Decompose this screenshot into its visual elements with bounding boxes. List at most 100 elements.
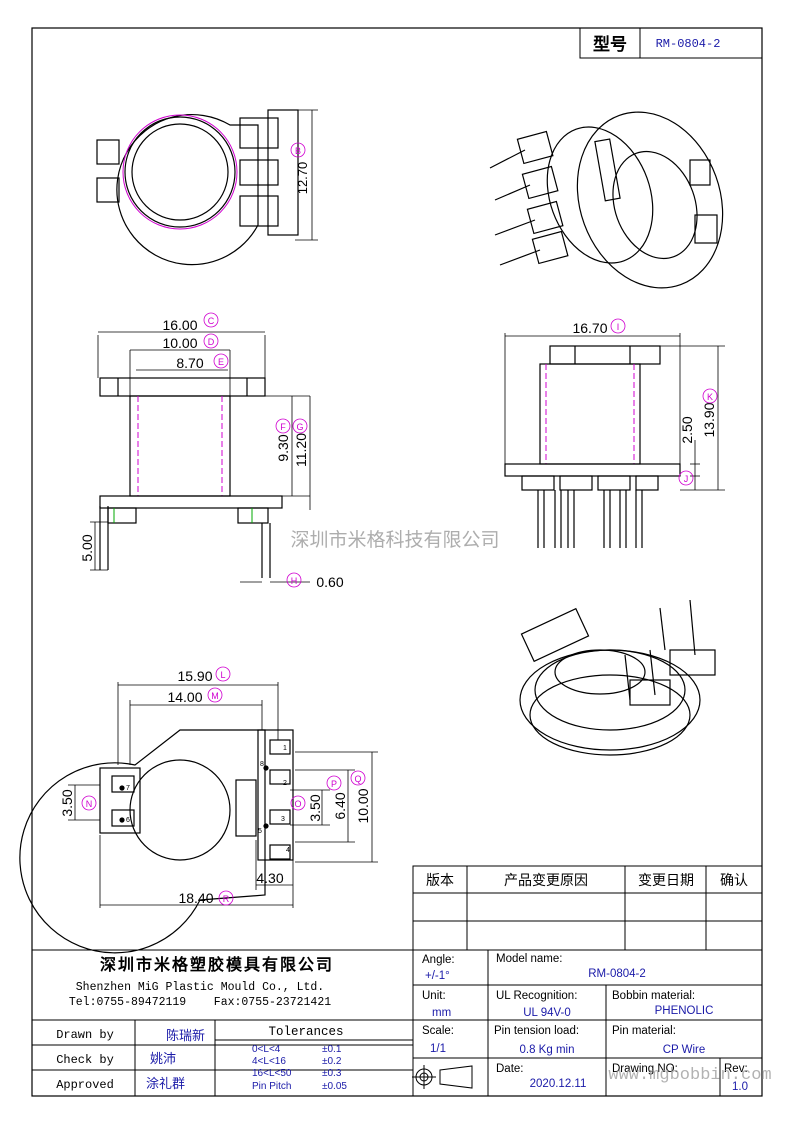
iso-view-bottom [519, 599, 716, 756]
circle-letter-M: M [211, 691, 219, 701]
front-view [90, 331, 311, 583]
approved-name: 涂礼群 [146, 1076, 185, 1091]
tolerance-range-4: Pin Pitch [252, 1081, 291, 1092]
circle-letter-Q: Q [354, 774, 361, 784]
unit-value: mm [432, 1007, 451, 1019]
circle-letter-J: J [684, 474, 689, 484]
bobbin-material-value: PHENOLIC [655, 1005, 714, 1017]
angle-label: Angle: [422, 954, 455, 966]
rev-label: Rev: [724, 1063, 748, 1075]
scale-label: Scale: [422, 1025, 454, 1037]
tolerance-value-2: ±0.2 [322, 1056, 342, 1067]
circle-letter-C: C [208, 316, 215, 326]
pin-tension-label: Pin tension load: [494, 1025, 579, 1037]
pin-number-2: 2 [283, 780, 287, 787]
dim-O-value: 3.50 [307, 794, 323, 821]
circle-letter-P: P [331, 779, 337, 789]
dim-R-value: 18.40 [178, 890, 213, 906]
model-name-label: Model name: [496, 953, 562, 965]
circle-letter-L: L [220, 670, 225, 680]
dim-L-value: 15.90 [177, 668, 212, 684]
tolerances-title: Tolerances [268, 1025, 343, 1039]
drawing-no-label: Drawing NO: [612, 1063, 678, 1075]
dim-D-value: 10.00 [162, 335, 197, 351]
pin-number-7: 7 [126, 785, 130, 792]
top-view [96, 109, 318, 266]
svg-text:B: B [295, 146, 301, 156]
bottom-view [19, 682, 378, 954]
dim-B-value: 12.70 [295, 162, 310, 195]
dim-P-value: 6.40 [332, 792, 348, 819]
revision-col-reason: 产品变更原因 [504, 872, 588, 888]
circle-letter-E: E [218, 357, 224, 367]
model-name-value: RM-0804-2 [588, 968, 646, 980]
company-name-cn: 深圳市米格塑胶模具有限公司 [100, 955, 334, 974]
dim-M-value: 14.00 [167, 689, 202, 705]
pin-number-6: 6 [126, 817, 130, 824]
dim-Q-value: 10.00 [355, 788, 371, 823]
side-view [504, 333, 725, 548]
outer-frame [31, 27, 763, 1097]
check-by-label: Check by [56, 1053, 114, 1067]
company-contact: Tel:0755-89472119 Fax:0755-23721421 [69, 996, 331, 1009]
watermark-company: 深圳市米格科技有限公司 [290, 529, 499, 551]
dim-H-value: 0.60 [316, 574, 343, 590]
revision-col-confirm: 确认 [720, 872, 748, 888]
revision-table [412, 865, 763, 951]
circle-letter-H: H [291, 576, 298, 586]
dim-C-value: 16.00 [162, 317, 197, 333]
dim-K-value: 13.90 [701, 402, 717, 437]
date-value: 2020.12.11 [530, 1078, 587, 1090]
pin-number-3: 3 [281, 816, 285, 823]
pin-number-8: 8 [260, 761, 264, 768]
dim-N-value: 3.50 [59, 789, 75, 816]
circle-letter-K: K [707, 392, 713, 402]
rev-value: 1.0 [732, 1081, 748, 1093]
circle-letter-F: F [280, 422, 286, 432]
ul-value: UL 94V-0 [523, 1007, 571, 1019]
dim-G-value: 11.20 [293, 433, 309, 467]
approved-label: Approved [56, 1078, 114, 1092]
date-label: Date: [496, 1063, 524, 1075]
pin-material-value: CP Wire [663, 1044, 706, 1056]
revision-col-version: 版本 [426, 872, 454, 888]
tolerance-value-4: ±0.05 [322, 1081, 347, 1092]
drawn-by-label: Drawn by [56, 1028, 114, 1042]
tolerance-range-1: 0<L<4 [252, 1044, 281, 1055]
model-box: 型号 RM-0804-2 [579, 27, 763, 59]
iso-view-top [489, 111, 724, 289]
circle-letter-I: I [617, 322, 620, 332]
drawn-by-name: 陈瑞新 [166, 1028, 205, 1043]
circle-letter-B: B [290, 142, 306, 158]
title-block [32, 949, 762, 1096]
model-box-label: 型号 [593, 34, 627, 54]
pin-material-label: Pin material: [612, 1025, 676, 1037]
circle-letter-N: N [86, 799, 93, 809]
site-watermark: www.mgbobbin.com [608, 1066, 771, 1085]
revision-col-date: 变更日期 [638, 872, 694, 888]
circle-letter-D: D [208, 337, 215, 347]
angle-value: +/-1° [425, 970, 450, 982]
unit-label: Unit: [422, 990, 446, 1002]
bobbin-material-label: Bobbin material: [612, 990, 695, 1002]
pin-number-5: 5 [258, 828, 262, 835]
scale-value: 1/1 [430, 1043, 446, 1055]
dim-I-value: 16.70 [572, 320, 607, 336]
circle-letter-G: G [296, 422, 303, 432]
model-box-value: RM-0804-2 [656, 37, 721, 51]
dim-pin-length-value: 5.00 [79, 534, 95, 561]
tolerance-value-3: ±0.3 [322, 1068, 342, 1079]
dim-S-value: 4.30 [256, 870, 283, 886]
tolerance-range-3: 16<L<50 [252, 1068, 292, 1079]
dim-J-gap-value: 2.50 [679, 416, 695, 443]
dim-F-value: 9.30 [275, 434, 291, 461]
pin-number-4: 4 [286, 847, 290, 854]
ul-label: UL Recognition: [496, 990, 577, 1002]
pin-number-1: 1 [283, 745, 287, 752]
company-name-en: Shenzhen MiG Plastic Mould Co., Ltd. [76, 981, 324, 994]
tolerance-range-2: 4<L<16 [252, 1056, 286, 1067]
tolerance-value-1: ±0.1 [322, 1044, 342, 1055]
pin-tension-value: 0.8 Kg min [520, 1044, 575, 1056]
